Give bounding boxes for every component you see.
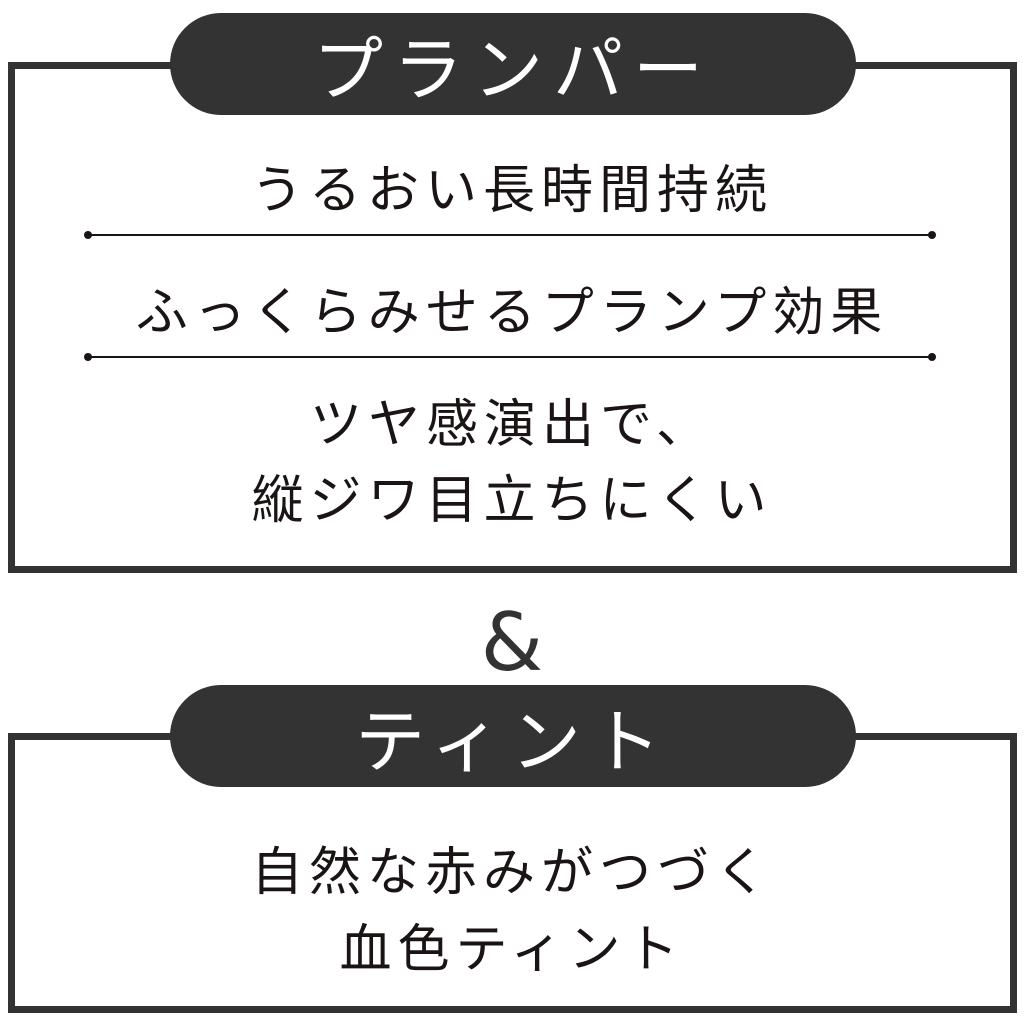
plumper-title-pill: プランパー [170,13,856,115]
feature-blood-tint: 血色ティント [339,920,685,980]
feature-moisture: うるおい長時間持続 [250,161,773,221]
feature-plump: ふっくらみせるプランプ効果 [135,283,889,343]
feature-gloss-1: ツヤ感演出で、 [310,395,714,455]
feature-gloss-2: 縦ジワ目立ちにくい [251,471,773,531]
tint-title: ティント [355,700,671,783]
divider-1 [84,231,936,239]
ampersand: & [480,596,544,689]
tint-title-pill: ティント [170,685,856,787]
plumper-title: プランパー [313,28,713,111]
divider-2 [84,353,936,361]
feature-natural-red: 自然な赤みがつづく [250,843,773,903]
